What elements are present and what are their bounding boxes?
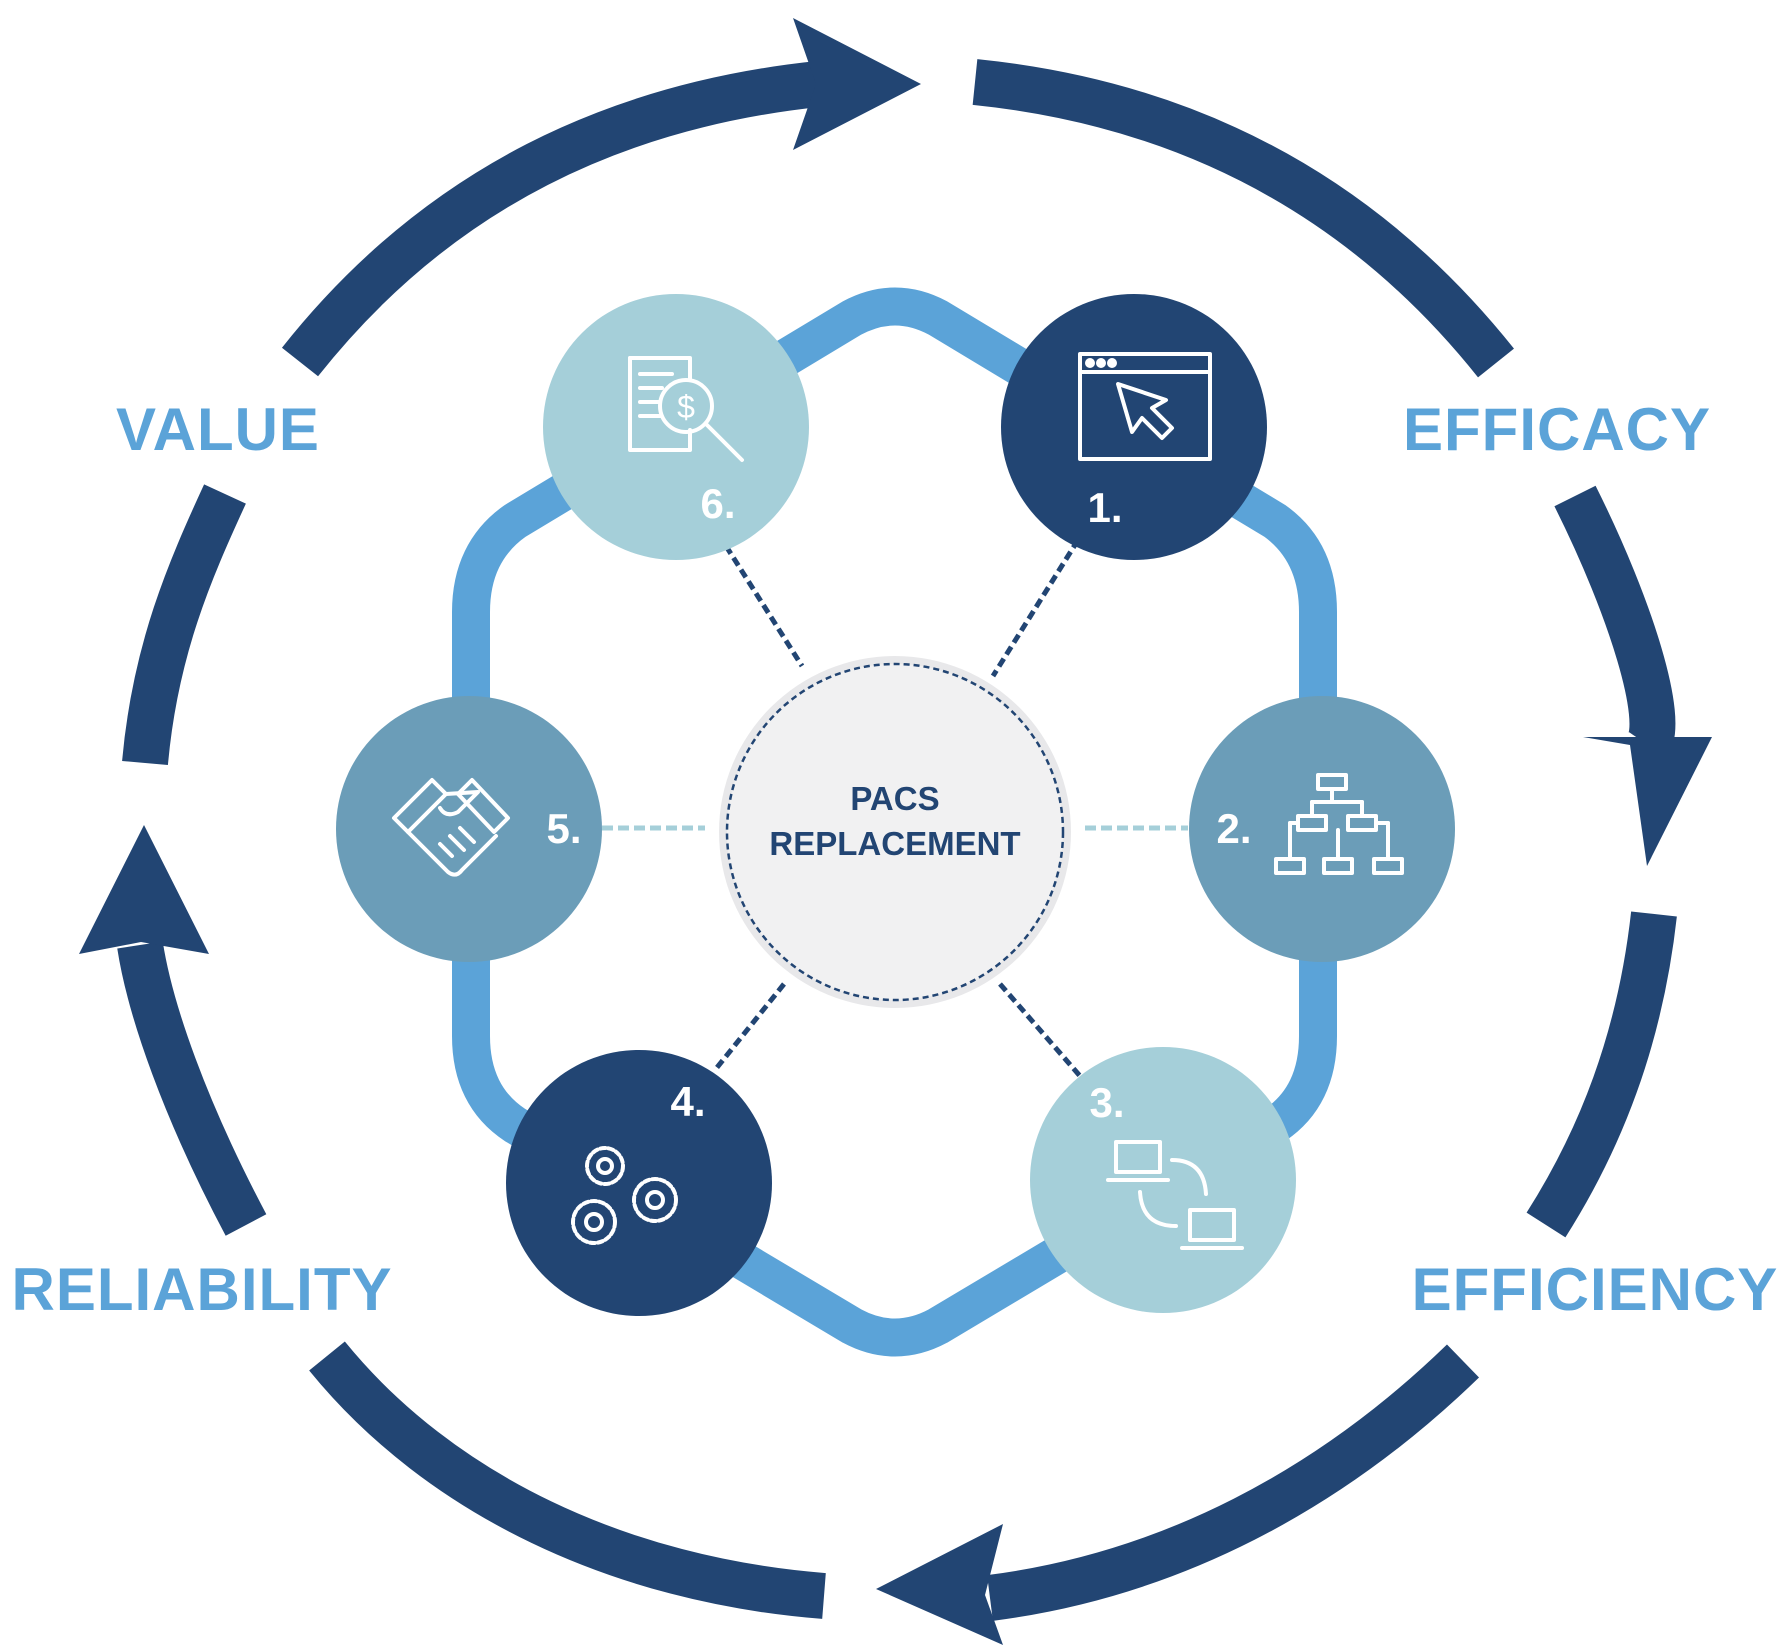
outer-cycle-arrows [79,18,1712,1645]
node-4-circle [506,1050,772,1316]
node-3-number: 3. [1089,1079,1124,1126]
node-5-circle [336,696,602,962]
svg-text:$: $ [677,389,695,425]
connector-4 [713,982,786,1072]
node-4-number: 4. [670,1078,705,1125]
node-5: 5. [336,696,602,962]
arrow-top-right [972,59,1514,378]
gears-icon [571,1146,678,1245]
node-2: 2. [1189,696,1455,962]
node-5-number: 5. [546,805,581,852]
label-efficiency: EFFICIENCY [1412,1256,1779,1323]
connector-3 [998,982,1082,1078]
label-value: VALUE [116,396,320,463]
label-efficacy: EFFICACY [1403,396,1711,463]
node-3: 3. [1030,1047,1296,1313]
browser-cursor-icon [1078,352,1212,461]
connector-6 [723,544,805,668]
center-title-line1: PACS [850,780,939,817]
label-reliability: RELIABILITY [12,1256,393,1323]
hexagon-ring [452,287,1337,1357]
node-1: 1. [1001,294,1267,560]
arrow-bottom [876,1344,1480,1645]
org-chart-icon [1274,773,1404,875]
document-dollar-search-icon: $ [628,356,744,462]
arrow-left [79,825,267,1236]
node-6: $ 6. [543,294,809,560]
arrow-top [281,18,921,377]
laptop-sync-icon [1106,1140,1244,1250]
connector-1 [990,538,1081,678]
handshake-icon [392,778,510,877]
arrow-lower-right [1526,911,1677,1238]
center-title-line2: REPLACEMENT [769,825,1020,862]
arrow-bottom-left [309,1341,826,1619]
node-1-number: 1. [1087,484,1122,531]
node-4: 4. [506,1050,772,1316]
connectors [602,538,1188,1078]
node-6-circle [543,294,809,560]
arrow-upper-left [122,484,246,766]
center-node: PACS REPLACEMENT [719,656,1071,1008]
node-2-number: 2. [1216,805,1251,852]
node-6-number: 6. [700,480,735,527]
arrow-right [1554,485,1712,866]
